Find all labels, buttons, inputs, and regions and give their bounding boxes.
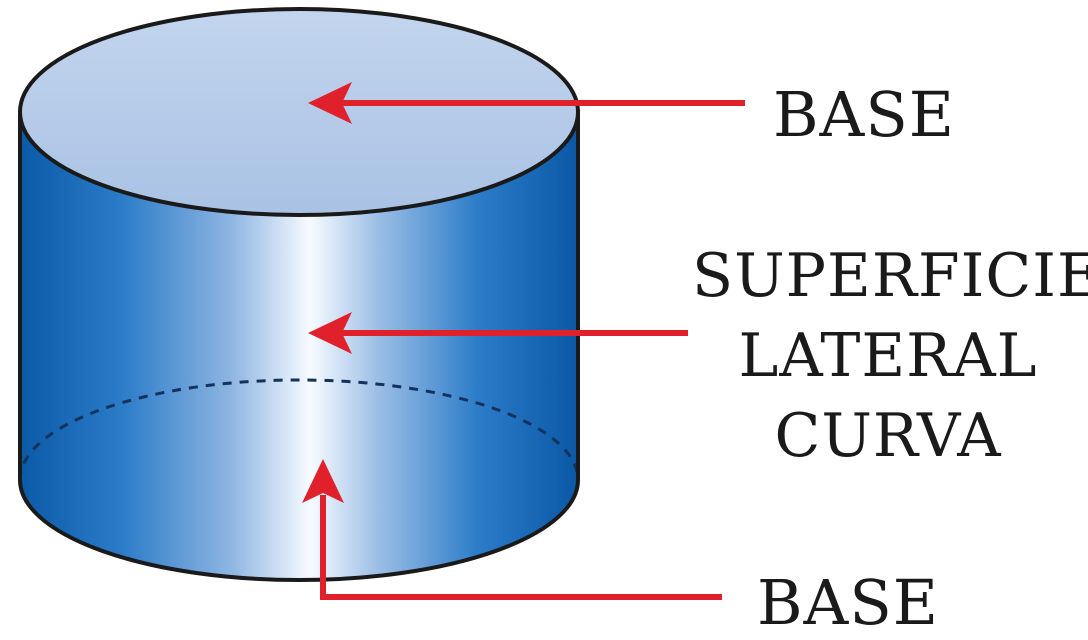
label-lateral-line-2: LATERAL <box>738 321 1038 391</box>
arrow-top-base <box>308 82 745 124</box>
label-bottom-base: BASE <box>757 566 940 639</box>
bottom-base-front-edge <box>18 479 580 582</box>
lateral-surface <box>20 110 578 580</box>
bottom-base-hidden-edge <box>18 378 580 481</box>
label-top-base: BASE <box>773 78 956 151</box>
label-lateral-line-3: CURVA <box>774 401 1002 471</box>
label-lateral-surface: SUPERFICIE LATERAL CURVA <box>692 236 1088 476</box>
arrow-bottom-base <box>302 459 722 600</box>
top-base <box>18 7 580 217</box>
label-lateral-line-1: SUPERFICIE <box>692 241 1088 311</box>
arrow-lateral-surface <box>308 312 688 354</box>
